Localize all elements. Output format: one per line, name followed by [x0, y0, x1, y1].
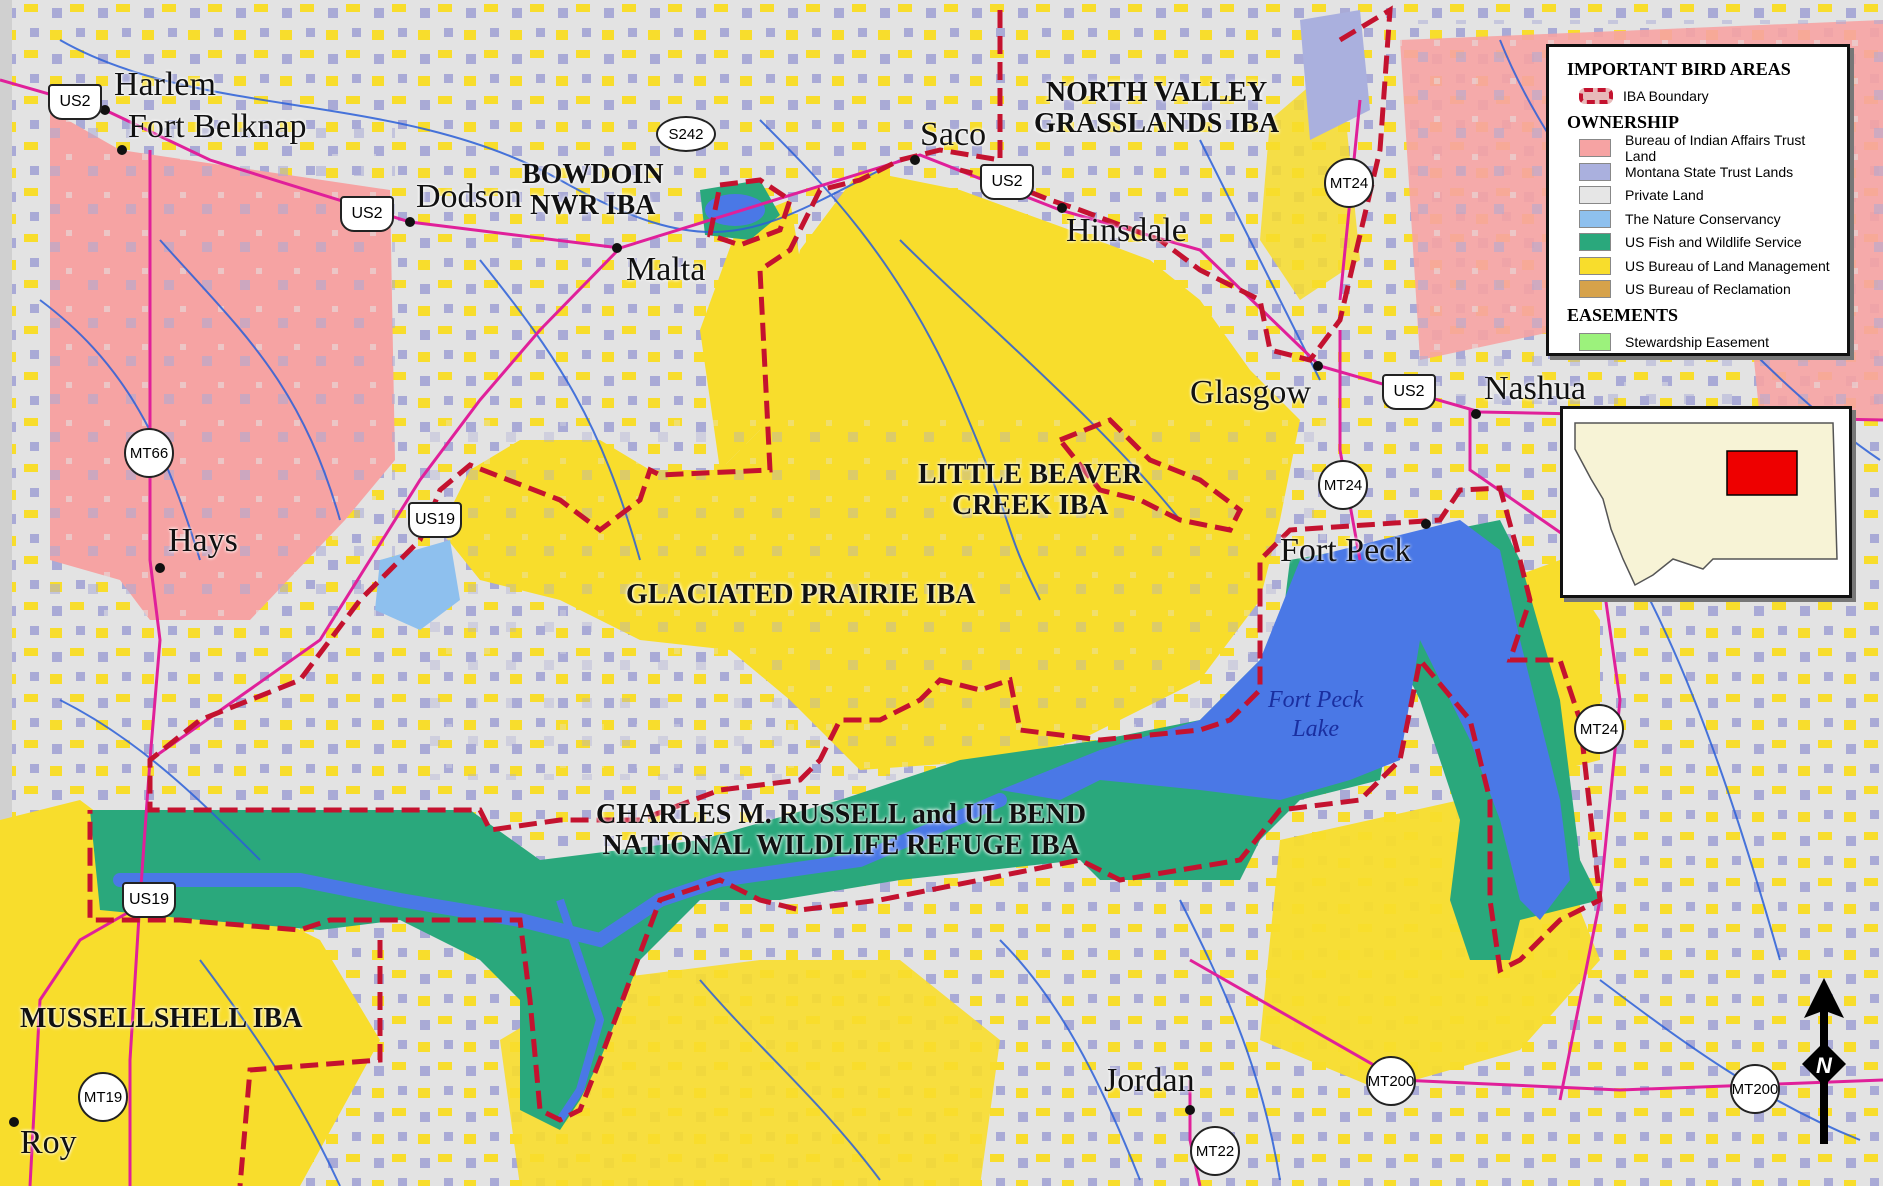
tnc-parcel-2 — [1300, 10, 1370, 140]
shield-mt66: MT66 — [124, 428, 174, 478]
lake-label-fort-peck: Fort Peck Lake — [1268, 686, 1363, 744]
iba-label-north-valley: NORTH VALLEY GRASSLANDS IBA — [1034, 77, 1280, 140]
legend-row-tnc: The Nature Conservancy — [1579, 207, 1837, 231]
legend-label-tnc: The Nature Conservancy — [1625, 210, 1781, 227]
iba-bowdoin-line-2: NWR IBA — [530, 189, 656, 221]
iba-label-glaciated-prairie: GLACIATED PRAIRIE IBA — [626, 579, 976, 610]
shield-s242: S242 — [656, 116, 716, 152]
legend-row-bor: US Bureau of Reclamation — [1579, 278, 1837, 302]
legend-label-blm: US Bureau of Land Management — [1625, 257, 1830, 274]
legend-label-bor: US Bureau of Reclamation — [1625, 281, 1791, 298]
shield-us2-saco: US2 — [980, 164, 1034, 200]
musselshell-river — [556, 898, 605, 1123]
iba-bowdoin-line-1: BOWDOIN — [522, 159, 664, 190]
iba-little-beaver-line-2: CREEK IBA — [951, 489, 1109, 521]
bia-swatch — [1579, 139, 1611, 158]
shield-us19-north: US19 — [408, 502, 462, 538]
legend-row-blm: US Bureau of Land Management — [1579, 254, 1837, 278]
shield-mt24-fortpeck: MT24 — [1318, 460, 1368, 510]
study-area-box — [1726, 450, 1798, 496]
iba-little-beaver-line-1: LITTLE BEAVER — [918, 459, 1143, 490]
place-fort-belknap: Fort Belknap — [128, 108, 307, 145]
blm-bowdoin-south — [700, 200, 800, 470]
place-glasgow: Glasgow — [1190, 374, 1311, 411]
legend-row-state: Montana State Trust Lands — [1579, 160, 1837, 184]
montana-locator-map — [1574, 422, 1838, 587]
locator-inset — [1560, 406, 1852, 598]
tnc-parcel — [375, 540, 460, 630]
shield-mt19: MT19 — [78, 1072, 128, 1122]
fort-peck-lake — [1000, 520, 1570, 920]
legend-row-private: Private Land — [1579, 184, 1837, 208]
shield-mt200-center: MT200 — [1366, 1056, 1416, 1106]
lake-label-line-2: Lake — [1292, 715, 1339, 742]
iba-label-cmr: CHARLES M. RUSSELL and UL BEND NATIONAL … — [596, 799, 1087, 862]
iba-boundaries — [87, 5, 1603, 1186]
legend-row-iba-boundary: IBA Boundary — [1579, 84, 1837, 108]
state-swatch — [1579, 162, 1611, 181]
shield-mt200-east: MT200 — [1730, 1064, 1780, 1114]
bor-swatch — [1579, 280, 1611, 299]
blm-south — [500, 960, 1000, 1186]
legend-label-easement: Stewardship Easement — [1625, 333, 1769, 350]
missouri-river — [113, 793, 1007, 948]
fws-cmr — [90, 520, 1600, 1130]
private-swatch — [1579, 186, 1611, 205]
place-harlem: Harlem — [114, 66, 216, 103]
shield-mt24-north: MT24 — [1324, 158, 1374, 208]
shield-mt24-east: MT24 — [1574, 704, 1624, 754]
iba-label-bowdoin: BOWDOIN NWR IBA — [522, 159, 664, 222]
place-hays: Hays — [168, 522, 238, 559]
place-jordan: Jordan — [1104, 1062, 1195, 1099]
place-nashua: Nashua — [1484, 370, 1586, 407]
legend-label-state: Montana State Trust Lands — [1625, 163, 1794, 180]
blm-swatch — [1579, 256, 1611, 275]
iba-north-valley-line-2: GRASSLANDS IBA — [1034, 107, 1280, 139]
place-roy: Roy — [20, 1124, 77, 1161]
legend: IMPORTANT BIRD AREAS IBA Boundary OWNERS… — [1546, 44, 1850, 356]
legend-row-bia: Bureau of Indian Affairs Trust Land — [1579, 132, 1837, 164]
legend-label-iba-boundary: IBA Boundary — [1623, 87, 1709, 104]
place-fort-peck: Fort Peck — [1280, 532, 1412, 569]
legend-label-bia: Bureau of Indian Affairs Trust Land — [1625, 132, 1806, 165]
place-dodson: Dodson — [416, 178, 522, 215]
legend-row-easement: Stewardship Easement — [1579, 330, 1837, 354]
legend-title: IMPORTANT BIRD AREAS — [1567, 59, 1791, 79]
legend-row-fws: US Fish and Wildlife Service — [1579, 231, 1837, 255]
place-dots — [9, 105, 1481, 1127]
shield-us19-south: US19 — [122, 882, 176, 918]
lake-label-line-1: Fort Peck — [1268, 687, 1364, 713]
legend-easements-title: EASEMENTS — [1567, 305, 1679, 325]
place-hinsdale: Hinsdale — [1066, 212, 1187, 249]
shield-mt22: MT22 — [1190, 1126, 1240, 1176]
legend-label-private: Private Land — [1625, 187, 1704, 204]
iba-cmr-line-2: NATIONAL WILDLIFE REFUGE IBA — [602, 829, 1080, 861]
iba-label-musselshell: MUSSELLSHELL IBA — [20, 1003, 303, 1034]
iba-cmr-line-1: CHARLES M. RUSSELL and UL BEND — [596, 799, 1087, 830]
streams — [39, 39, 1881, 1186]
iba-label-little-beaver: LITTLE BEAVER CREEK IBA — [918, 459, 1143, 522]
fws-swatch — [1579, 233, 1611, 252]
north-letter: N — [1816, 1053, 1833, 1078]
tnc-swatch — [1579, 209, 1611, 228]
place-saco: Saco — [920, 116, 987, 153]
shield-us2-dodson: US2 — [340, 196, 394, 232]
montana-outline — [1574, 422, 1838, 587]
iba-north-valley-line-1: NORTH VALLEY — [1045, 77, 1268, 108]
shield-us2-harlem: US2 — [48, 84, 102, 120]
shield-us2-nashua: US2 — [1382, 374, 1436, 410]
iba-boundary-swatch — [1579, 87, 1613, 104]
place-malta: Malta — [626, 251, 706, 288]
north-arrow-icon: N — [1802, 978, 1846, 1144]
legend-label-fws: US Fish and Wildlife Service — [1625, 234, 1802, 251]
easement-swatch — [1579, 332, 1611, 351]
legend-ownership-title: OWNERSHIP — [1567, 111, 1680, 132]
